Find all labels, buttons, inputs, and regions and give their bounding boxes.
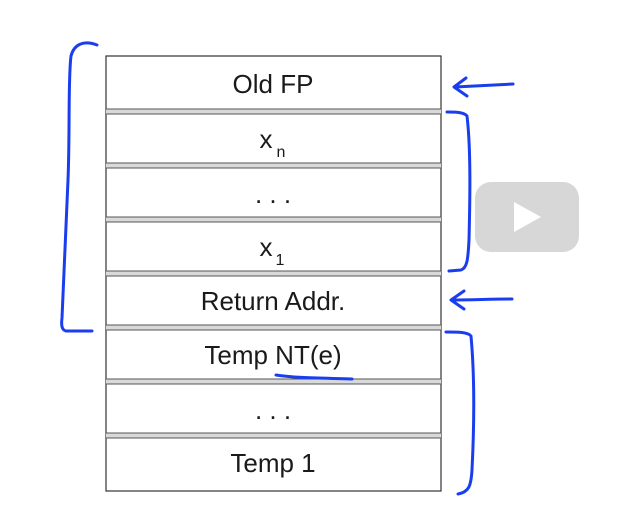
cell-ellipsis-args: . . . — [255, 179, 291, 209]
cell-old-fp: Old FP — [233, 69, 314, 99]
right-brace-args-ink — [445, 110, 472, 273]
cell-ellipsis-temps: . . . — [255, 395, 291, 425]
cell-return-addr: Return Addr. — [201, 286, 346, 316]
cell-temp-1: Temp 1 — [230, 448, 315, 478]
cell-label: . . . — [255, 179, 291, 209]
cell-label: Temp 1 — [230, 448, 315, 478]
cell-label: Temp NT(e) — [204, 340, 341, 370]
cell-xn: x n — [260, 124, 286, 161]
play-icon[interactable] — [514, 202, 541, 232]
handwritten-annotations — [60, 41, 515, 496]
right-brace-temps-ink — [444, 330, 476, 496]
cell-temp-nt: Temp NT(e) — [204, 340, 341, 370]
cell-label: . . . — [255, 395, 291, 425]
left-brace-ink — [60, 41, 99, 333]
cell-label: x — [260, 124, 273, 154]
arrow-return-addr-ink — [449, 289, 514, 311]
play-button[interactable] — [475, 182, 579, 252]
cell-label: Return Addr. — [201, 286, 346, 316]
cell-label: Old FP — [233, 69, 314, 99]
cell-subscript: n — [277, 144, 286, 161]
arrow-old-fp-ink — [452, 76, 515, 98]
cell-label: x — [260, 232, 273, 262]
cell-x1: x 1 — [260, 232, 285, 269]
underline-nt-ink — [274, 373, 354, 381]
cell-subscript: 1 — [276, 252, 285, 269]
cell-separators — [106, 108, 441, 439]
